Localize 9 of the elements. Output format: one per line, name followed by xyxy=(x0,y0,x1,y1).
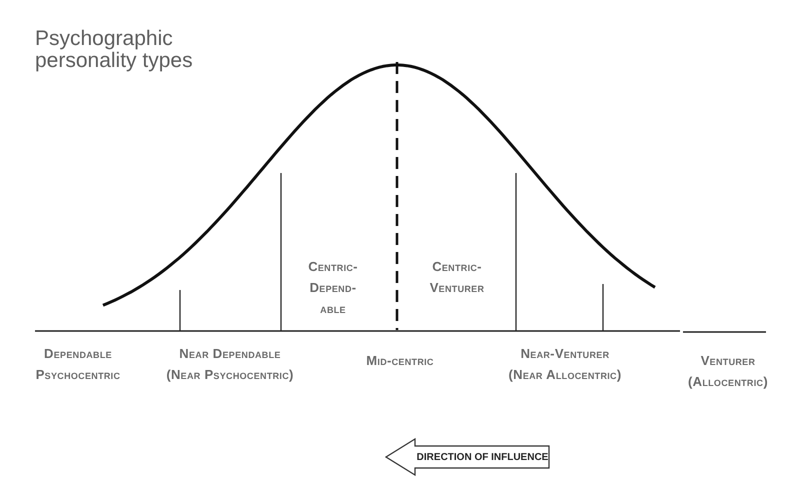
category-label: Centric-Depend-able xyxy=(307,258,359,318)
category-label: Venturer (Allocentric) xyxy=(687,352,769,391)
category-label: Centric-Venturer xyxy=(428,258,486,297)
block-arrow: DIRECTION OF INFLUENCE xyxy=(385,438,550,476)
category-label: Near-Venturer (Near Allocentric) xyxy=(508,345,622,384)
category-label: Dependable Psychocentric xyxy=(34,345,122,384)
category-label: Mid-centric xyxy=(365,352,435,370)
category-label: Near Dependable (Near Psychocentric) xyxy=(165,345,295,384)
chart-title: Psychographic personality types xyxy=(35,28,194,72)
